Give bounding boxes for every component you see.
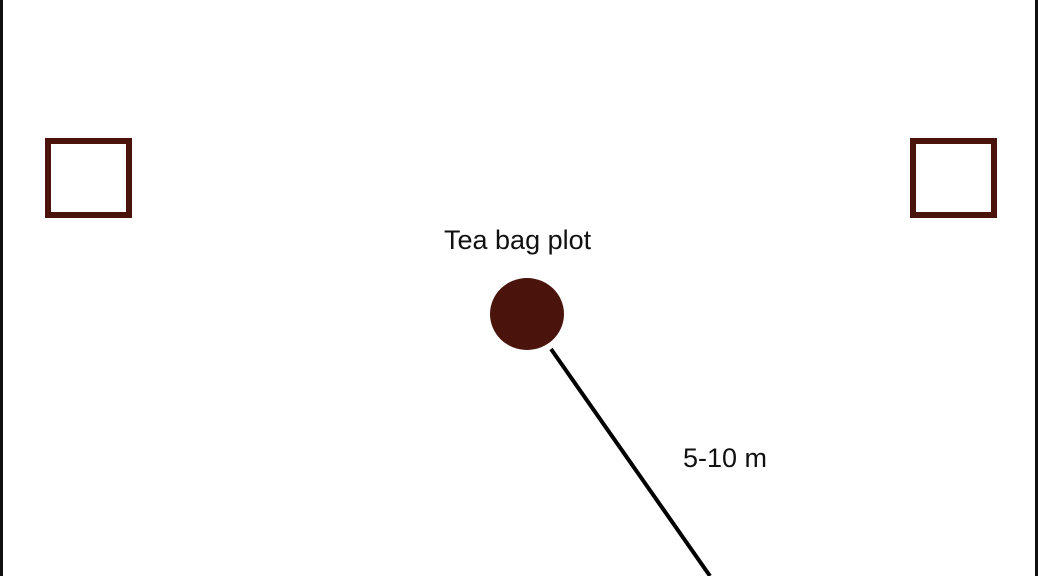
distance-label: 5-10 m <box>683 443 768 473</box>
plot-square-left <box>45 138 132 218</box>
tea-bag-plot-label: Tea bag plot <box>444 225 592 255</box>
plot-square-right <box>910 138 997 218</box>
tea-bag-plot-marker <box>490 278 564 350</box>
